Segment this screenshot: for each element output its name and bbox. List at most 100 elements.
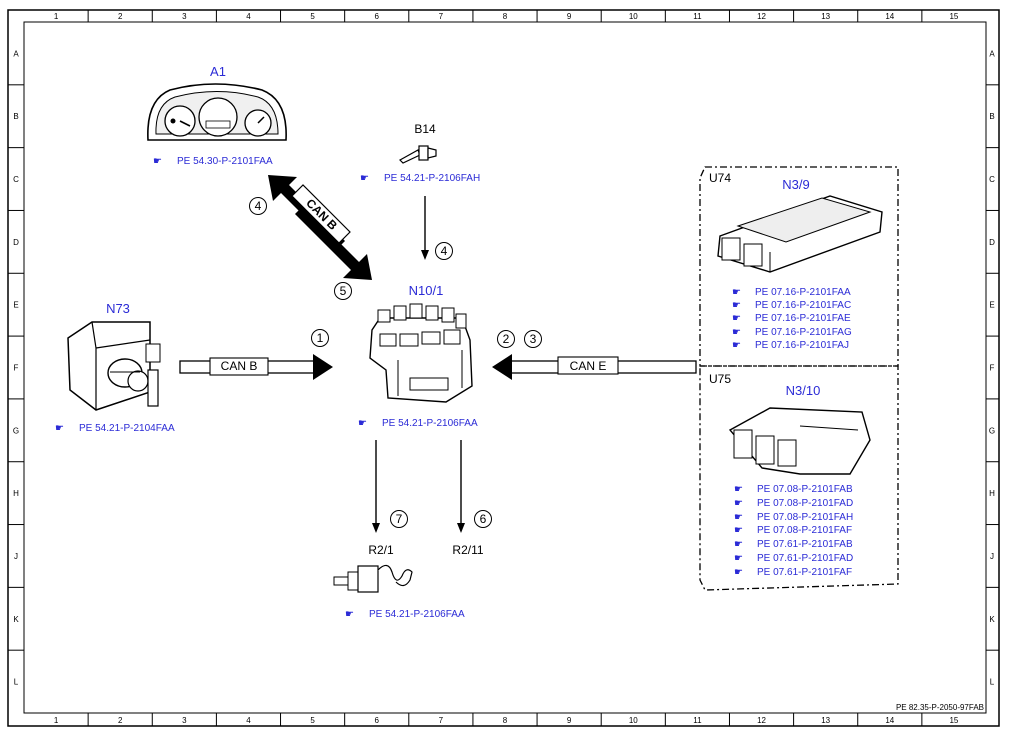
column-label: 11 — [693, 716, 702, 725]
row-label: K — [989, 615, 995, 624]
svg-text:☛: ☛ — [732, 340, 741, 351]
n10-1-ref[interactable]: PE 54.21-P-2106FAA — [382, 418, 478, 429]
svg-text:☛: ☛ — [734, 525, 743, 536]
svg-text:☛: ☛ — [734, 539, 743, 550]
ref-marker-icon: ☛ — [358, 418, 367, 429]
u75-ref[interactable]: PE 07.61-P-2101FAB — [757, 539, 853, 550]
ref-marker-icon: ☛ — [55, 423, 64, 434]
engine-control-unit-icon — [717, 195, 883, 273]
transmission-control-unit-icon — [728, 407, 871, 475]
row-label: G — [989, 426, 995, 435]
svg-text:☛: ☛ — [734, 567, 743, 578]
u75-module-label: N3/10 — [786, 383, 821, 398]
row-label: D — [13, 238, 19, 247]
row-label: F — [14, 364, 19, 373]
b14-ref[interactable]: PE 54.21-P-2106FAH — [384, 173, 480, 184]
row-label: D — [989, 238, 995, 247]
ref-marker-icon: ☛ — [153, 156, 162, 167]
callout-4-diag: 4 — [255, 199, 262, 213]
u75-ref[interactable]: PE 07.08-P-2101FAH — [757, 512, 853, 523]
grid-marks: 1122334455667788991010111112121313141415… — [8, 10, 999, 726]
u74-ref[interactable]: PE 07.16-P-2101FAC — [755, 300, 851, 311]
u75-ref[interactable]: PE 07.08-P-2101FAD — [757, 498, 853, 509]
row-label: B — [13, 112, 18, 121]
callout-6: 6 — [480, 512, 487, 526]
svg-text:☛: ☛ — [734, 498, 743, 509]
svg-text:☛: ☛ — [732, 287, 741, 298]
column-label: 2 — [118, 12, 123, 21]
u74-ref[interactable]: PE 07.16-P-2101FAG — [755, 327, 852, 338]
column-label: 13 — [821, 716, 830, 725]
callout-3: 3 — [530, 332, 537, 346]
row-label: J — [990, 552, 994, 561]
column-label: 5 — [310, 716, 315, 725]
u75-ref[interactable]: PE 07.61-P-2101FAF — [757, 567, 852, 578]
u74-ref[interactable]: PE 07.16-P-2101FAA — [755, 287, 851, 298]
ignition-switch-icon — [67, 321, 161, 411]
callout-4-b14: 4 — [441, 244, 448, 258]
u75-ref-list: ☛PE 07.08-P-2101FAB ☛PE 07.08-P-2101FAD … — [734, 484, 853, 578]
row-label: K — [13, 615, 19, 624]
column-label: 3 — [182, 12, 187, 21]
column-label: 6 — [375, 12, 380, 21]
column-label: 11 — [693, 12, 702, 21]
row-label: L — [990, 678, 995, 687]
footer-reference: PE 82.35-P-2050-97FAB — [896, 703, 984, 712]
column-label: 10 — [629, 12, 638, 21]
callout-5: 5 — [340, 284, 347, 298]
column-label: 7 — [439, 12, 444, 21]
r2-11-label: R2/11 — [452, 543, 483, 557]
u75-ref[interactable]: PE 07.08-P-2101FAF — [757, 525, 852, 536]
n10-1-label: N10/1 — [409, 283, 444, 298]
u74-ref[interactable]: PE 07.16-P-2101FAE — [755, 313, 851, 324]
column-label: 6 — [375, 716, 380, 725]
row-label: A — [13, 49, 19, 58]
column-label: 7 — [439, 716, 444, 725]
callout-7: 7 — [396, 512, 403, 526]
u75-ref[interactable]: PE 07.08-P-2101FAB — [757, 484, 853, 495]
column-label: 1 — [54, 12, 59, 21]
u74-group — [699, 166, 899, 367]
can-b-diagonal-arrow — [268, 175, 372, 280]
inner-frame — [23, 21, 987, 714]
can-b-left-label: CAN B — [221, 359, 258, 373]
svg-text:☛: ☛ — [732, 313, 741, 324]
u75-ref[interactable]: PE 07.61-P-2101FAD — [757, 553, 853, 564]
b14-label: B14 — [414, 122, 436, 136]
callout-2: 2 — [503, 332, 510, 346]
a1-ref[interactable]: PE 54.30-P-2101FAA — [177, 156, 273, 167]
column-label: 8 — [503, 716, 508, 725]
sam-control-unit-icon — [369, 303, 473, 403]
can-e-label: CAN E — [570, 359, 607, 373]
column-label: 3 — [182, 716, 187, 725]
a1-label: A1 — [210, 64, 226, 79]
svg-text:☛: ☛ — [734, 553, 743, 564]
temperature-sensor-icon — [399, 145, 437, 164]
row-label: E — [989, 301, 994, 310]
ref-marker-icon: ☛ — [345, 609, 354, 620]
svg-text:☛: ☛ — [734, 484, 743, 495]
can-e-arrow — [492, 354, 697, 380]
column-label: 8 — [503, 12, 508, 21]
row-label: F — [990, 364, 995, 373]
glow-plug-icon — [333, 564, 413, 593]
can-b-left-arrow — [179, 354, 333, 380]
row-label: C — [989, 175, 995, 184]
callout-1: 1 — [317, 331, 324, 345]
u74-ref[interactable]: PE 07.16-P-2101FAJ — [755, 340, 849, 351]
row-label: B — [989, 112, 994, 121]
r2-1-ref[interactable]: PE 54.21-P-2106FAA — [369, 609, 465, 620]
n73-label: N73 — [106, 301, 130, 316]
column-label: 12 — [757, 716, 766, 725]
row-label: L — [14, 678, 19, 687]
column-label: 1 — [54, 716, 59, 725]
n73-ref[interactable]: PE 54.21-P-2104FAA — [79, 423, 175, 434]
svg-text:☛: ☛ — [732, 300, 741, 311]
row-label: A — [989, 49, 995, 58]
column-label: 14 — [885, 12, 894, 21]
u75-label: U75 — [709, 372, 731, 386]
column-label: 4 — [246, 12, 251, 21]
row-label: E — [13, 301, 18, 310]
instrument-cluster-icon — [147, 83, 287, 141]
